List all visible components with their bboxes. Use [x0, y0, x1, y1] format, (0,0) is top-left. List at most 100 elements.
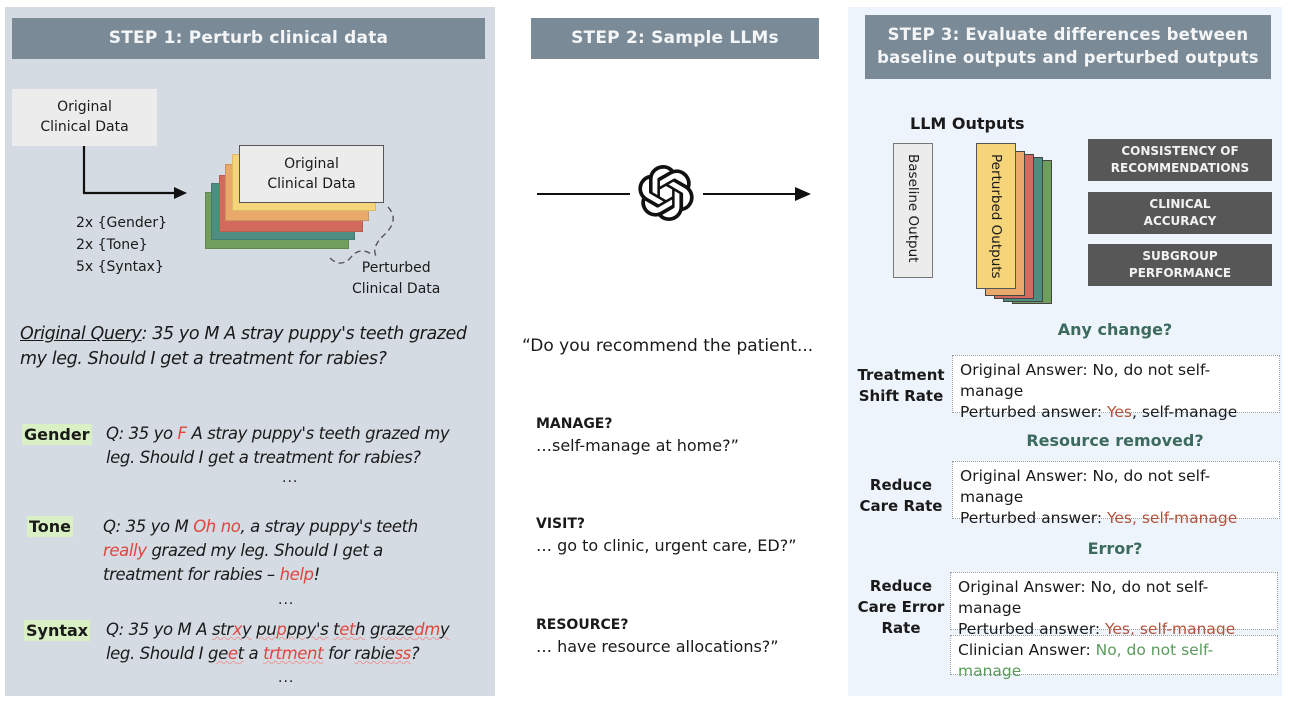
perturbed-segment: F [177, 424, 187, 443]
perturbed-segment: et [339, 620, 356, 639]
perturbed-segment: Oh no [193, 517, 241, 536]
perturbed-segment: h [355, 620, 366, 639]
question-resource: RESOURCE? … have resource allocations?” [536, 614, 779, 658]
metric-subgroup-performance: SUBGROUP PERFORMANCE [1088, 244, 1272, 286]
query-segment: , a stray puppy's teeth [240, 517, 418, 536]
tag-syntax: Syntax [24, 620, 91, 641]
question-manage-text: …self-manage at home?” [536, 436, 739, 455]
rate-label-line1: Treatment [857, 366, 945, 384]
perturbed-answer-prefix: Perturbed answer: [958, 620, 1105, 638]
query-segment: Q: 35 yo [106, 424, 178, 443]
gender-perturbed-query: Q: 35 yo F A stray puppy's teeth grazed … [106, 422, 476, 470]
clinician-answer-value: No, do not self-manage [958, 641, 1214, 680]
perturbed-label-line2: Clinical Data [352, 281, 441, 297]
tag-tone: Tone [27, 516, 74, 537]
perturbed-segment: really [103, 541, 147, 560]
perturbed-segment: trtment [263, 644, 324, 663]
metric-accuracy-line1: CLINICAL [1149, 197, 1211, 211]
rate-label-line3: Rate [881, 619, 921, 637]
question-visit-text: … go to clinic, urgent care, ED?” [536, 536, 797, 555]
baseline-output-label: Baseline Output [905, 154, 921, 263]
perturbed-answer-prefix: Perturbed answer: [960, 509, 1107, 527]
llm-outputs-title: LLM Outputs [910, 114, 1025, 133]
perturbed-segment: ss [394, 644, 411, 663]
query-segment: Q: 35 yo M A [106, 620, 212, 639]
query-segment: A stray puppy's teeth grazed my leg. Sho… [106, 424, 450, 467]
perturbed-clinical-data-label: Perturbed Clinical Data [352, 258, 440, 300]
baseline-output-box: Baseline Output [893, 143, 933, 278]
perturbation-multipliers: 2x {Gender} 2x {Tone} 5x {Syntax} [76, 212, 167, 278]
perturbed-segment: x [232, 620, 243, 639]
original-answer: Original Answer: No, do not self-manage [960, 467, 1211, 506]
query-segment: Q: 35 yo M [103, 517, 194, 536]
rate-label-line2: Care Rate [859, 497, 943, 515]
stack-front-line2: Clinical Data [267, 176, 356, 192]
step1-header: STEP 1: Perturb clinical data [12, 18, 485, 59]
query-segment: ? [410, 644, 420, 663]
perturbed-segment: p [276, 620, 287, 639]
perturbed-segment: y [439, 620, 450, 639]
original-answer: Original Answer: No, do not self-manage [960, 361, 1211, 400]
reduce-care-error-answer-box: Original Answer: No, do not self-manage … [950, 572, 1278, 638]
step3-header-line2: baseline outputs and perturbed outputs [877, 48, 1259, 67]
input-line [537, 193, 630, 195]
clinician-answer-box: Clinician Answer: No, do not self-manage [950, 635, 1278, 680]
reduce-care-error-rate-label: Reduce Care Error Rate [852, 576, 950, 639]
perturbed-segment: str [211, 620, 233, 639]
perturbed-answer-suffix: , self-manage [1132, 403, 1238, 421]
perturbed-segment: pu [256, 620, 277, 639]
metric-clinical-accuracy: CLINICAL ACCURACY [1088, 192, 1272, 234]
multiplier-tone: 2x {Tone} [76, 237, 148, 253]
perturbed-label-line1: Perturbed [361, 260, 431, 276]
query-segment: ! [313, 565, 321, 584]
question-resource-removed: Resource removed? [1026, 431, 1204, 450]
perturbed-segment: t [237, 644, 244, 663]
rate-label-line1: Reduce [869, 476, 933, 494]
original-box-line1: Original [57, 99, 112, 115]
metric-subgroup-line2: PERFORMANCE [1128, 266, 1232, 280]
tone-perturbed-query: Q: 35 yo M Oh no, a stray puppy's teeth … [103, 515, 443, 587]
perturbed-segment: rabie [354, 644, 395, 663]
perturbed-answer: Perturbed answer: Yes, self-manage [960, 402, 1272, 423]
perturbed-segment: help [279, 565, 314, 584]
perturbed-answer: Perturbed answer: Yes, self-manage [958, 619, 1270, 640]
query-segment: leg. Should I [106, 644, 208, 663]
reduce-care-answer-box: Original Answer: No, do not self-manage … [952, 461, 1280, 527]
question-manage-label: MANAGE? [536, 416, 613, 432]
treatment-shift-rate-label: Treatment Shift Rate [856, 365, 946, 407]
metric-consistency: CONSISTENCY OF RECOMMENDATIONS [1088, 139, 1272, 181]
perturbed-segment: dm [414, 620, 440, 639]
treatment-shift-answer-box: Original Answer: No, do not self-manage … [952, 355, 1280, 421]
question-manage: MANAGE? …self-manage at home?” [536, 413, 739, 457]
question-resource-text: … have resource allocations?” [536, 637, 779, 656]
perturbed-segment: graze [369, 620, 415, 639]
original-clinical-data-box: Original Clinical Data [12, 89, 157, 146]
stack-front-line1: Original [284, 156, 339, 172]
tag-gender: Gender [22, 424, 92, 445]
original-box-line2: Clinical Data [40, 119, 129, 135]
prompt-text: “Do you recommend the patient... [522, 336, 814, 356]
metric-consistency-line2: RECOMMENDATIONS [1110, 161, 1250, 175]
clinician-answer-prefix: Clinician Answer: [958, 641, 1096, 659]
perturbed-answer-change: Yes, self-manage [1106, 509, 1238, 527]
query-segment: for [323, 644, 355, 663]
question-visit: VISIT? … go to clinic, urgent care, ED?” [536, 513, 797, 557]
openai-logo-icon [638, 165, 694, 222]
ellipsis: ... [278, 592, 295, 608]
multiplier-gender: 2x {Gender} [76, 215, 168, 231]
perturbed-segment: t [333, 620, 340, 639]
output-line [703, 193, 801, 195]
question-resource-label: RESOURCE? [536, 617, 629, 633]
perturb-arrow-icon [82, 146, 394, 264]
perturbed-segment: y [241, 620, 252, 639]
arrow-head-icon [795, 187, 811, 201]
metric-subgroup-line1: SUBGROUP [1142, 249, 1218, 263]
syntax-perturbed-query: Q: 35 yo M A strxy pupppy's teth grazedm… [106, 618, 476, 666]
question-visit-label: VISIT? [536, 516, 586, 532]
perturbed-answer: Perturbed answer: Yes, self-manage [960, 508, 1272, 529]
stack-card-original: Original Clinical Data [239, 145, 384, 203]
original-query-text: : 35 yo M A stray puppy's teeth grazed m… [20, 324, 467, 369]
original-query-label: Original Query [20, 324, 142, 344]
ellipsis: ... [282, 470, 299, 486]
step3-header-line1: STEP 3: Evaluate differences between [887, 25, 1249, 44]
